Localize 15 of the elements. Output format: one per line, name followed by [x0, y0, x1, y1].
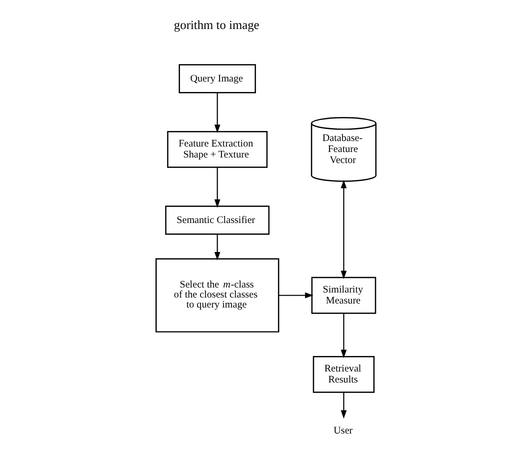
arrow — [278, 292, 314, 298]
arrow — [340, 180, 347, 280]
node-box: Semantic Classifier — [165, 206, 270, 235]
node-box: Retrieval Results — [312, 356, 375, 393]
arrow — [214, 167, 220, 208]
arrow — [340, 313, 347, 358]
node-text: User — [334, 426, 353, 437]
node-box: Query Image — [178, 64, 256, 94]
arrow — [214, 234, 220, 260]
arrow — [214, 92, 220, 134]
label: gorithm to image — [174, 18, 260, 32]
arrow — [340, 392, 347, 419]
node-box: Feature Extraction Shape + Texture — [167, 130, 268, 168]
node-box: Similarity Measure — [311, 276, 376, 314]
node-box: Select the m-class of the closest classes to query image — [155, 258, 280, 332]
